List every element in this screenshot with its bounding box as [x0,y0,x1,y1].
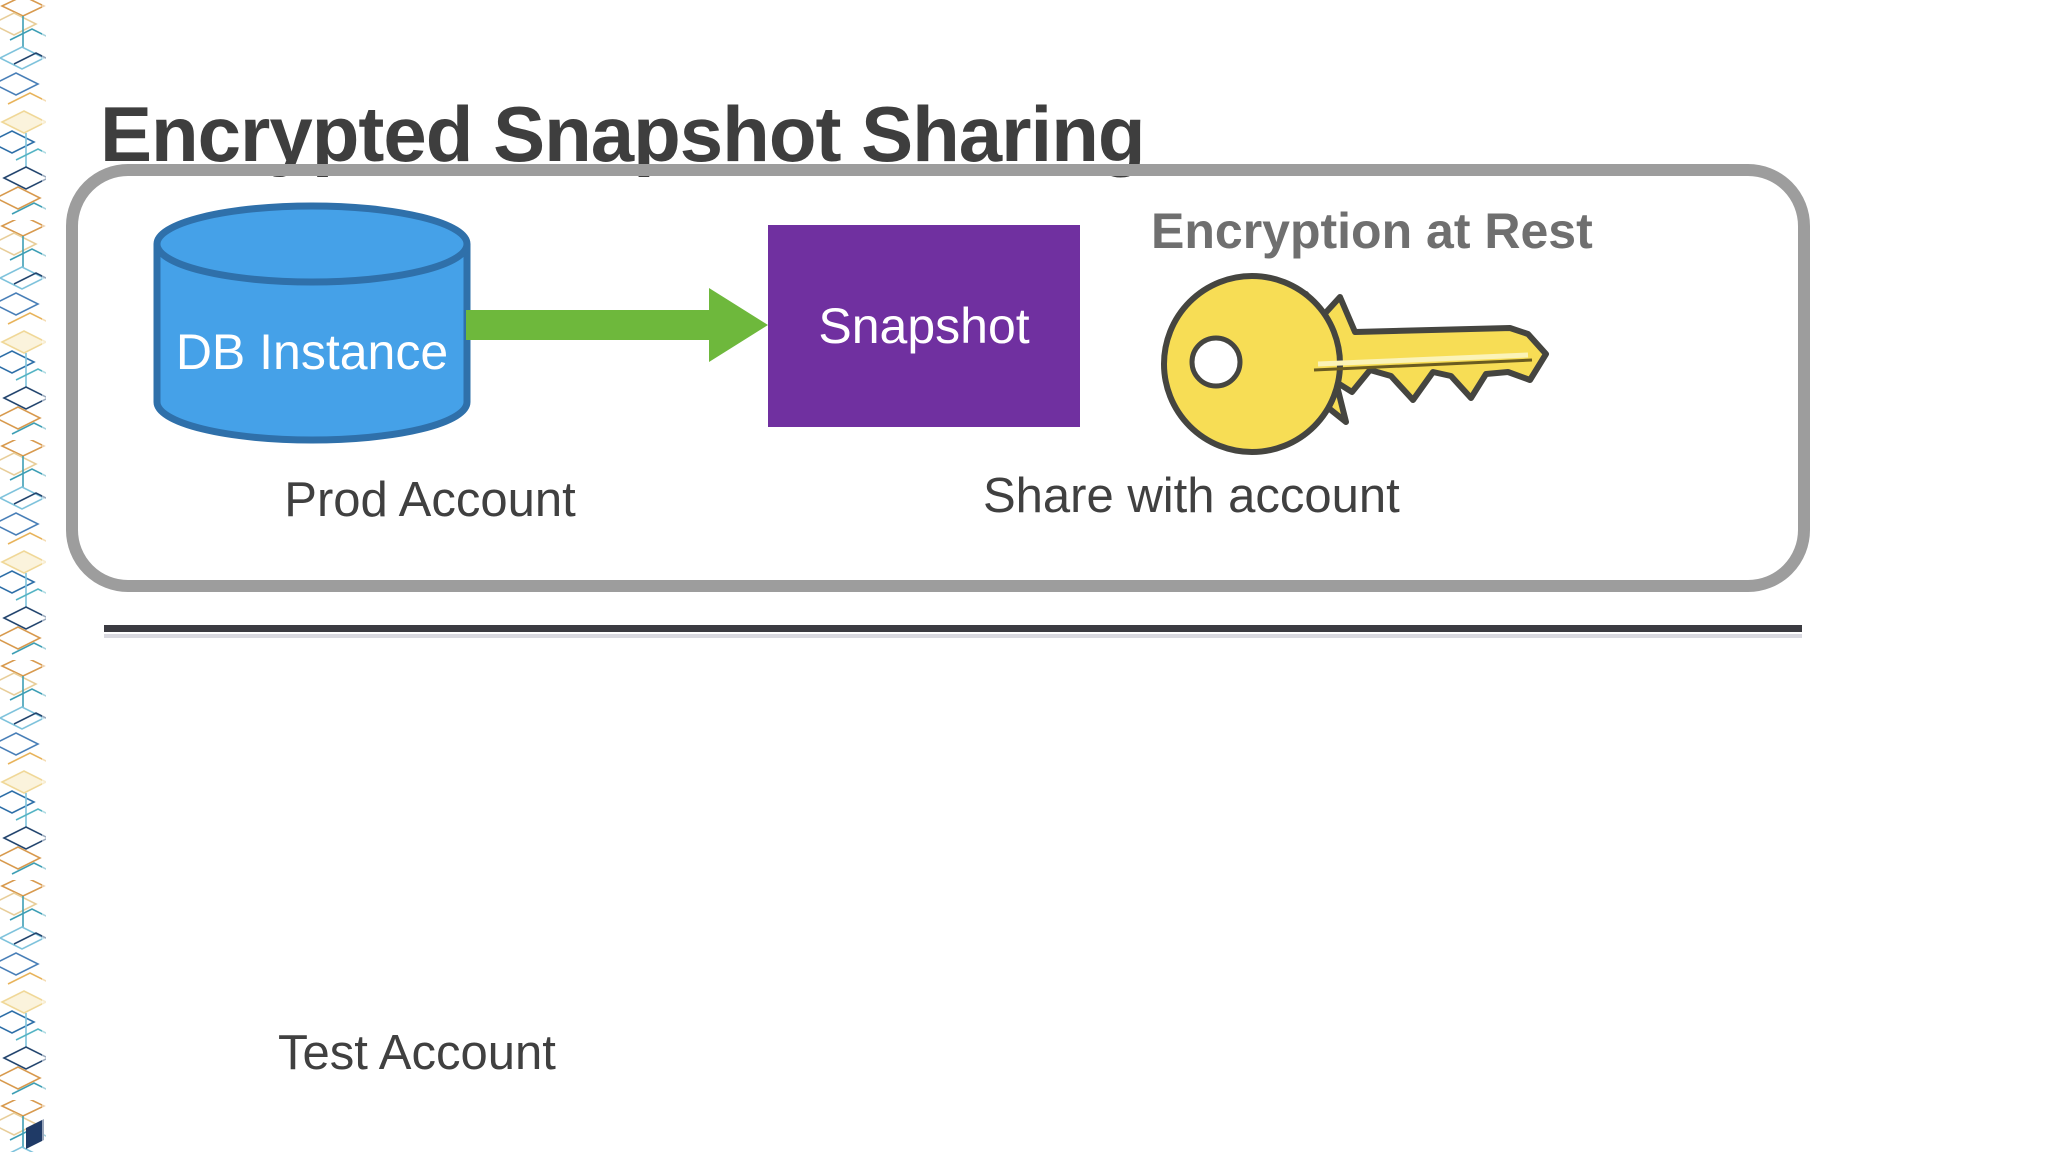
account-divider-line [104,625,1802,632]
prod-account-container: DB Instance Snapshot Prod Account Encryp… [66,164,1810,592]
test-account-label: Test Account [278,1026,556,1080]
account-divider-shadow [104,634,1802,638]
snapshot-label: Snapshot [818,298,1030,354]
key-icon [1161,273,1549,455]
circuit-pattern-icon [0,0,46,1152]
encryption-at-rest-heading: Encryption at Rest [1151,203,1593,259]
share-with-account-caption: Share with account [983,469,1400,523]
circuit-pattern-strip [0,0,46,1152]
prod-account-label: Prod Account [284,473,576,527]
snapshot-box: Snapshot [768,225,1080,427]
arrow-right-icon [466,288,768,362]
db-instance-label: DB Instance [175,324,449,380]
slide-title: Encrypted Snapshot Sharing [100,90,1145,179]
database-cylinder-icon [153,202,471,444]
